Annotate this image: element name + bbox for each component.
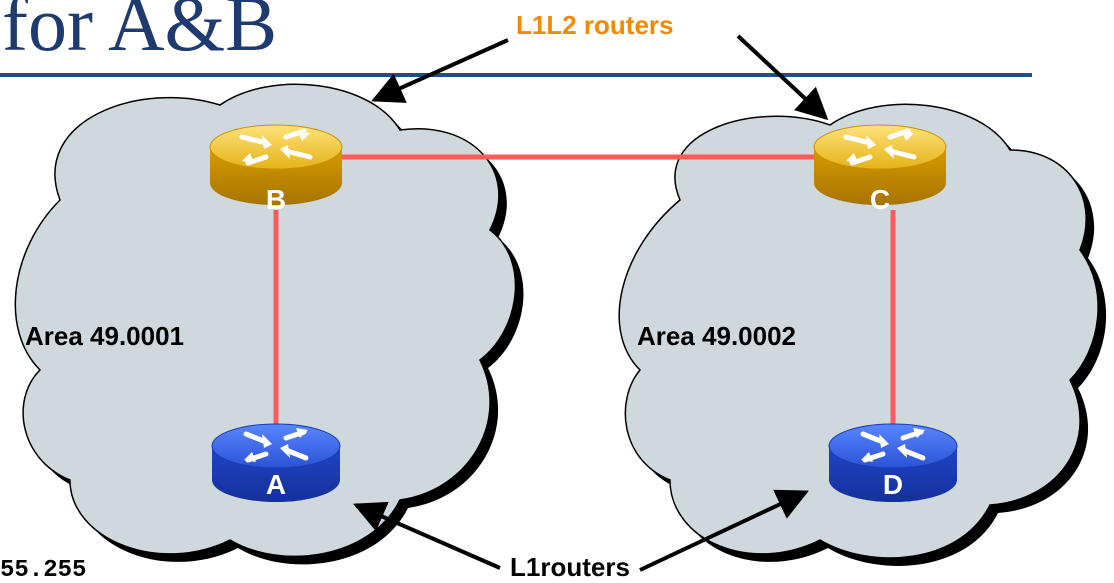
router-d[interactable]: D — [828, 423, 958, 502]
callout-arrow-to-d — [639, 489, 809, 572]
area-cloud-right — [618, 103, 1099, 559]
area-label-left: Area 49.0001 — [25, 321, 184, 351]
router-b[interactable]: B — [209, 124, 343, 215]
router-label-a: A — [266, 469, 286, 500]
callout-arrow-to-c — [736, 34, 829, 121]
bottom-text-fragment: 55.255 — [0, 557, 86, 583]
callout-l1-routers: L1routers — [510, 552, 630, 582]
router-label-b: B — [266, 184, 286, 215]
router-label-c: C — [870, 184, 890, 215]
area-label-right: Area 49.0002 — [637, 321, 796, 351]
slide-title: for A&B — [2, 0, 277, 67]
callout-l1l2-routers: L1L2 routers — [516, 10, 674, 40]
router-icon-blue — [828, 423, 958, 502]
router-icon-gold — [813, 124, 947, 205]
router-c[interactable]: C — [813, 124, 947, 215]
router-label-d: D — [883, 469, 903, 500]
area-cloud-left — [14, 83, 517, 558]
callout-arrow-to-b — [371, 38, 509, 103]
router-icon-gold — [209, 124, 343, 205]
router-icon-blue — [211, 423, 341, 502]
callout-arrow-to-a — [353, 501, 501, 570]
router-a[interactable]: A — [211, 423, 341, 502]
